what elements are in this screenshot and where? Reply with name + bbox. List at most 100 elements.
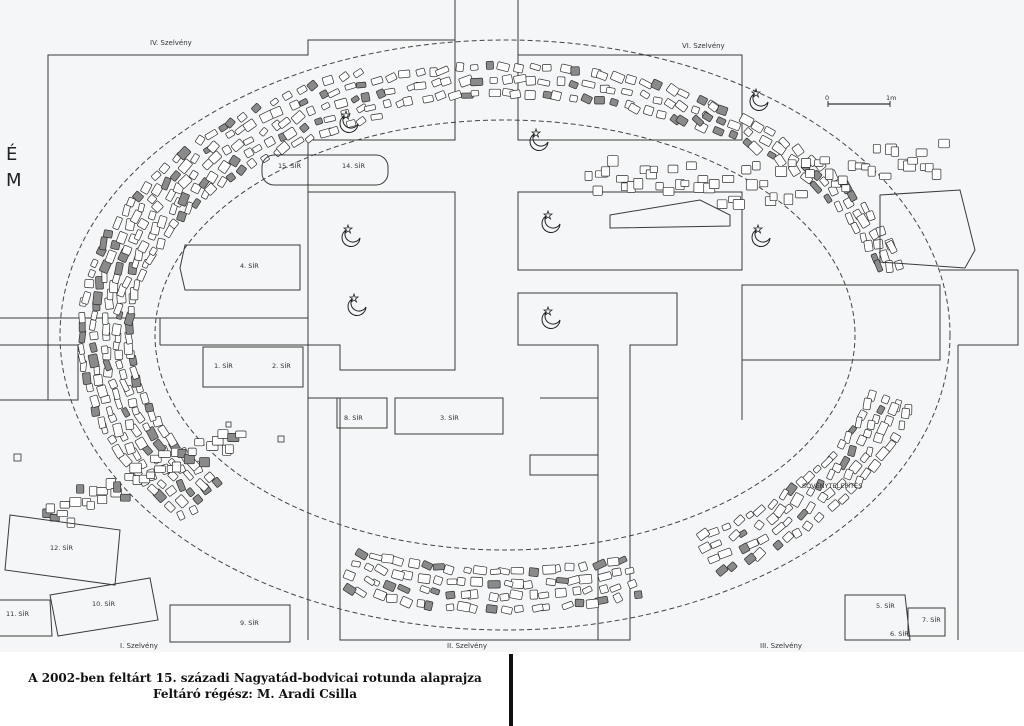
grave-pit-1-2 bbox=[202, 346, 304, 388]
wall-stone bbox=[745, 179, 758, 191]
wall-stone bbox=[97, 495, 108, 505]
wall-stone bbox=[353, 68, 364, 79]
wall-stone bbox=[89, 394, 101, 408]
wall-stone bbox=[417, 573, 431, 584]
wall-stone bbox=[595, 70, 609, 81]
wall-stone bbox=[470, 64, 479, 71]
wall-stone bbox=[111, 323, 122, 337]
wall-stone bbox=[157, 479, 167, 489]
wall-stone bbox=[190, 153, 200, 164]
wall-stone bbox=[554, 587, 567, 598]
wall-stone bbox=[299, 122, 310, 133]
wall-stone bbox=[538, 591, 550, 600]
wall-stone bbox=[627, 102, 641, 115]
wall-stone bbox=[702, 111, 714, 123]
wall-stone bbox=[741, 165, 752, 175]
wall-stone bbox=[103, 229, 114, 239]
wall-stone bbox=[496, 61, 510, 72]
wall-stone bbox=[485, 604, 498, 614]
wall-stone bbox=[124, 473, 134, 481]
wall-stone bbox=[342, 569, 356, 582]
wall-stone bbox=[121, 407, 131, 418]
wall-stone bbox=[707, 553, 721, 564]
wall-stone bbox=[455, 62, 465, 73]
wall-stone bbox=[738, 113, 755, 128]
caption-title: A 2002-ben feltárt 15. századi Nagyatád-… bbox=[28, 671, 482, 685]
wall-stone bbox=[771, 522, 786, 536]
section-i-label: I. Szelvény bbox=[120, 642, 158, 650]
wall-stone bbox=[291, 136, 305, 148]
wall-stone bbox=[119, 369, 128, 380]
wall-stone bbox=[561, 600, 574, 610]
wall-stone bbox=[837, 439, 847, 450]
wall-stone bbox=[364, 562, 374, 572]
wall-stone bbox=[56, 510, 68, 518]
wall-stone bbox=[183, 454, 195, 465]
wall-stone bbox=[748, 140, 763, 156]
wall-stone bbox=[146, 471, 156, 479]
wall-stone bbox=[243, 147, 255, 159]
wall-stone bbox=[368, 552, 383, 562]
wall-stone bbox=[463, 566, 472, 574]
wall-stone bbox=[821, 456, 834, 469]
grave-3-label: 3. SÍR bbox=[440, 413, 459, 422]
wall-stone bbox=[391, 569, 405, 581]
wall-stone bbox=[639, 89, 651, 100]
wall-stone bbox=[305, 105, 316, 117]
wall-stone bbox=[867, 165, 876, 177]
wall-stone bbox=[901, 407, 911, 419]
grave-outlines bbox=[0, 154, 976, 643]
wall-stone bbox=[759, 179, 769, 188]
grave-9-label: 9. SÍR bbox=[240, 618, 259, 627]
wall-stone bbox=[732, 199, 745, 210]
wall-stone bbox=[351, 560, 361, 568]
wall-stone bbox=[148, 210, 157, 221]
wall-stone bbox=[190, 182, 202, 194]
wall-stone bbox=[585, 598, 599, 609]
wall-stone bbox=[721, 522, 732, 532]
marker-square-mid bbox=[277, 435, 285, 443]
wall-stone bbox=[801, 158, 811, 168]
crescent-star-icon bbox=[339, 109, 359, 133]
wall-stone bbox=[107, 434, 117, 445]
wall-stone bbox=[164, 501, 176, 513]
wall-stone bbox=[633, 590, 643, 600]
wall-stone bbox=[743, 127, 754, 137]
wall-stone bbox=[114, 261, 124, 276]
wall-stone bbox=[385, 72, 398, 84]
wall-stone bbox=[650, 78, 663, 91]
settlement-label: SÖVÉNYTELEPÍTÉS bbox=[802, 481, 862, 490]
wall-stone bbox=[402, 96, 414, 107]
section-labels: IV. Szelvény VI. Szelvény I. Szelvény II… bbox=[120, 39, 802, 650]
wall-stone bbox=[356, 103, 368, 114]
wall-stone bbox=[873, 259, 884, 273]
wall-stone bbox=[791, 527, 803, 539]
wall-stone bbox=[276, 141, 291, 155]
wall-stone bbox=[373, 588, 387, 602]
wall-stone bbox=[386, 593, 398, 603]
wall-stone bbox=[582, 585, 593, 595]
wall-stone bbox=[355, 81, 367, 89]
wall-stone bbox=[750, 120, 765, 134]
wall-stone bbox=[231, 138, 245, 152]
wall-stone bbox=[237, 112, 248, 123]
wall-stone bbox=[624, 567, 635, 575]
wall-stone bbox=[460, 590, 472, 599]
wall-stone bbox=[578, 561, 588, 572]
wall-stone bbox=[529, 62, 541, 72]
wall-stone bbox=[686, 161, 697, 171]
wall-stone bbox=[873, 432, 884, 444]
wall-stone bbox=[802, 520, 814, 532]
wall-stone bbox=[203, 471, 216, 483]
wall-stone bbox=[797, 508, 809, 521]
wall-stone bbox=[278, 116, 291, 129]
wall-stone bbox=[470, 576, 483, 587]
edge-letter-1: É bbox=[6, 143, 17, 165]
wall-stone bbox=[500, 605, 513, 615]
wall-stone bbox=[344, 82, 357, 91]
wall-stone bbox=[176, 210, 187, 223]
wall-stone bbox=[408, 558, 421, 569]
wall-stone bbox=[580, 93, 593, 105]
wall-stone bbox=[281, 90, 293, 101]
wall-stone bbox=[217, 429, 229, 439]
